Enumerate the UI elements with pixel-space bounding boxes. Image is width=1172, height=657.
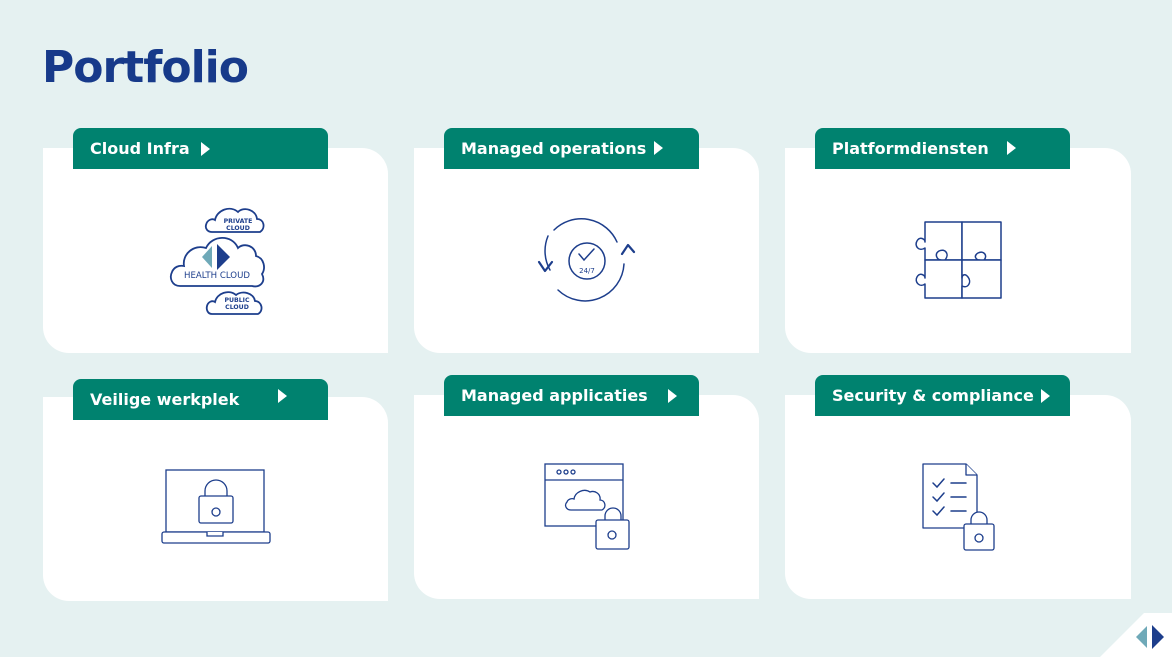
play-arrow-icon	[201, 142, 210, 156]
24-7-cycle-icon: 24/7	[537, 218, 636, 302]
checklist-lock-icon	[922, 463, 995, 551]
private-cloud-label-2: CLOUD	[226, 225, 250, 232]
play-arrow-icon	[278, 389, 287, 403]
tab-label: Veilige werkplek	[90, 390, 240, 409]
public-cloud-label: PUBLIC	[224, 297, 250, 304]
tab-label: Security & compliance	[832, 386, 1034, 405]
tab-veilige-werkplek[interactable]: Veilige werkplek	[73, 379, 328, 420]
logo-left-triangle	[202, 246, 212, 268]
tab-label: Cloud Infra	[90, 139, 190, 158]
tab-security-compliance[interactable]: Security & compliance	[815, 375, 1070, 416]
private-cloud-label: PRIVATE	[224, 218, 253, 225]
page-title: Portfolio	[42, 42, 249, 93]
tab-label: Managed applicaties	[461, 386, 648, 405]
play-arrow-icon	[1007, 141, 1016, 155]
play-arrow-icon	[668, 389, 677, 403]
tab-cloud-infra[interactable]: Cloud Infra	[73, 128, 328, 169]
laptop-lock-icon	[161, 469, 271, 544]
health-cloud-icon: PRIVATE CLOUD HEALTH CLOUD PUBLIC CLOUD	[169, 207, 265, 315]
public-cloud-label-2: CLOUD	[225, 304, 249, 311]
logo-right-triangle	[217, 244, 230, 270]
play-arrow-icon	[1041, 389, 1050, 403]
tab-managed-applicaties[interactable]: Managed applicaties	[444, 375, 699, 416]
tab-label: Platformdiensten	[832, 139, 989, 158]
tab-platformdiensten[interactable]: Platformdiensten	[815, 128, 1070, 169]
24-7-label: 24/7	[579, 267, 595, 275]
tab-managed-operations[interactable]: Managed operations	[444, 128, 699, 169]
tab-label: Managed operations	[461, 139, 647, 158]
browser-cloud-lock-icon	[544, 463, 630, 550]
managed-operations-card[interactable]	[414, 148, 759, 353]
puzzle-icon	[915, 221, 1002, 299]
brand-logo-icon	[1100, 613, 1172, 657]
health-cloud-label: HEALTH CLOUD	[184, 271, 250, 281]
play-arrow-icon	[654, 141, 663, 155]
